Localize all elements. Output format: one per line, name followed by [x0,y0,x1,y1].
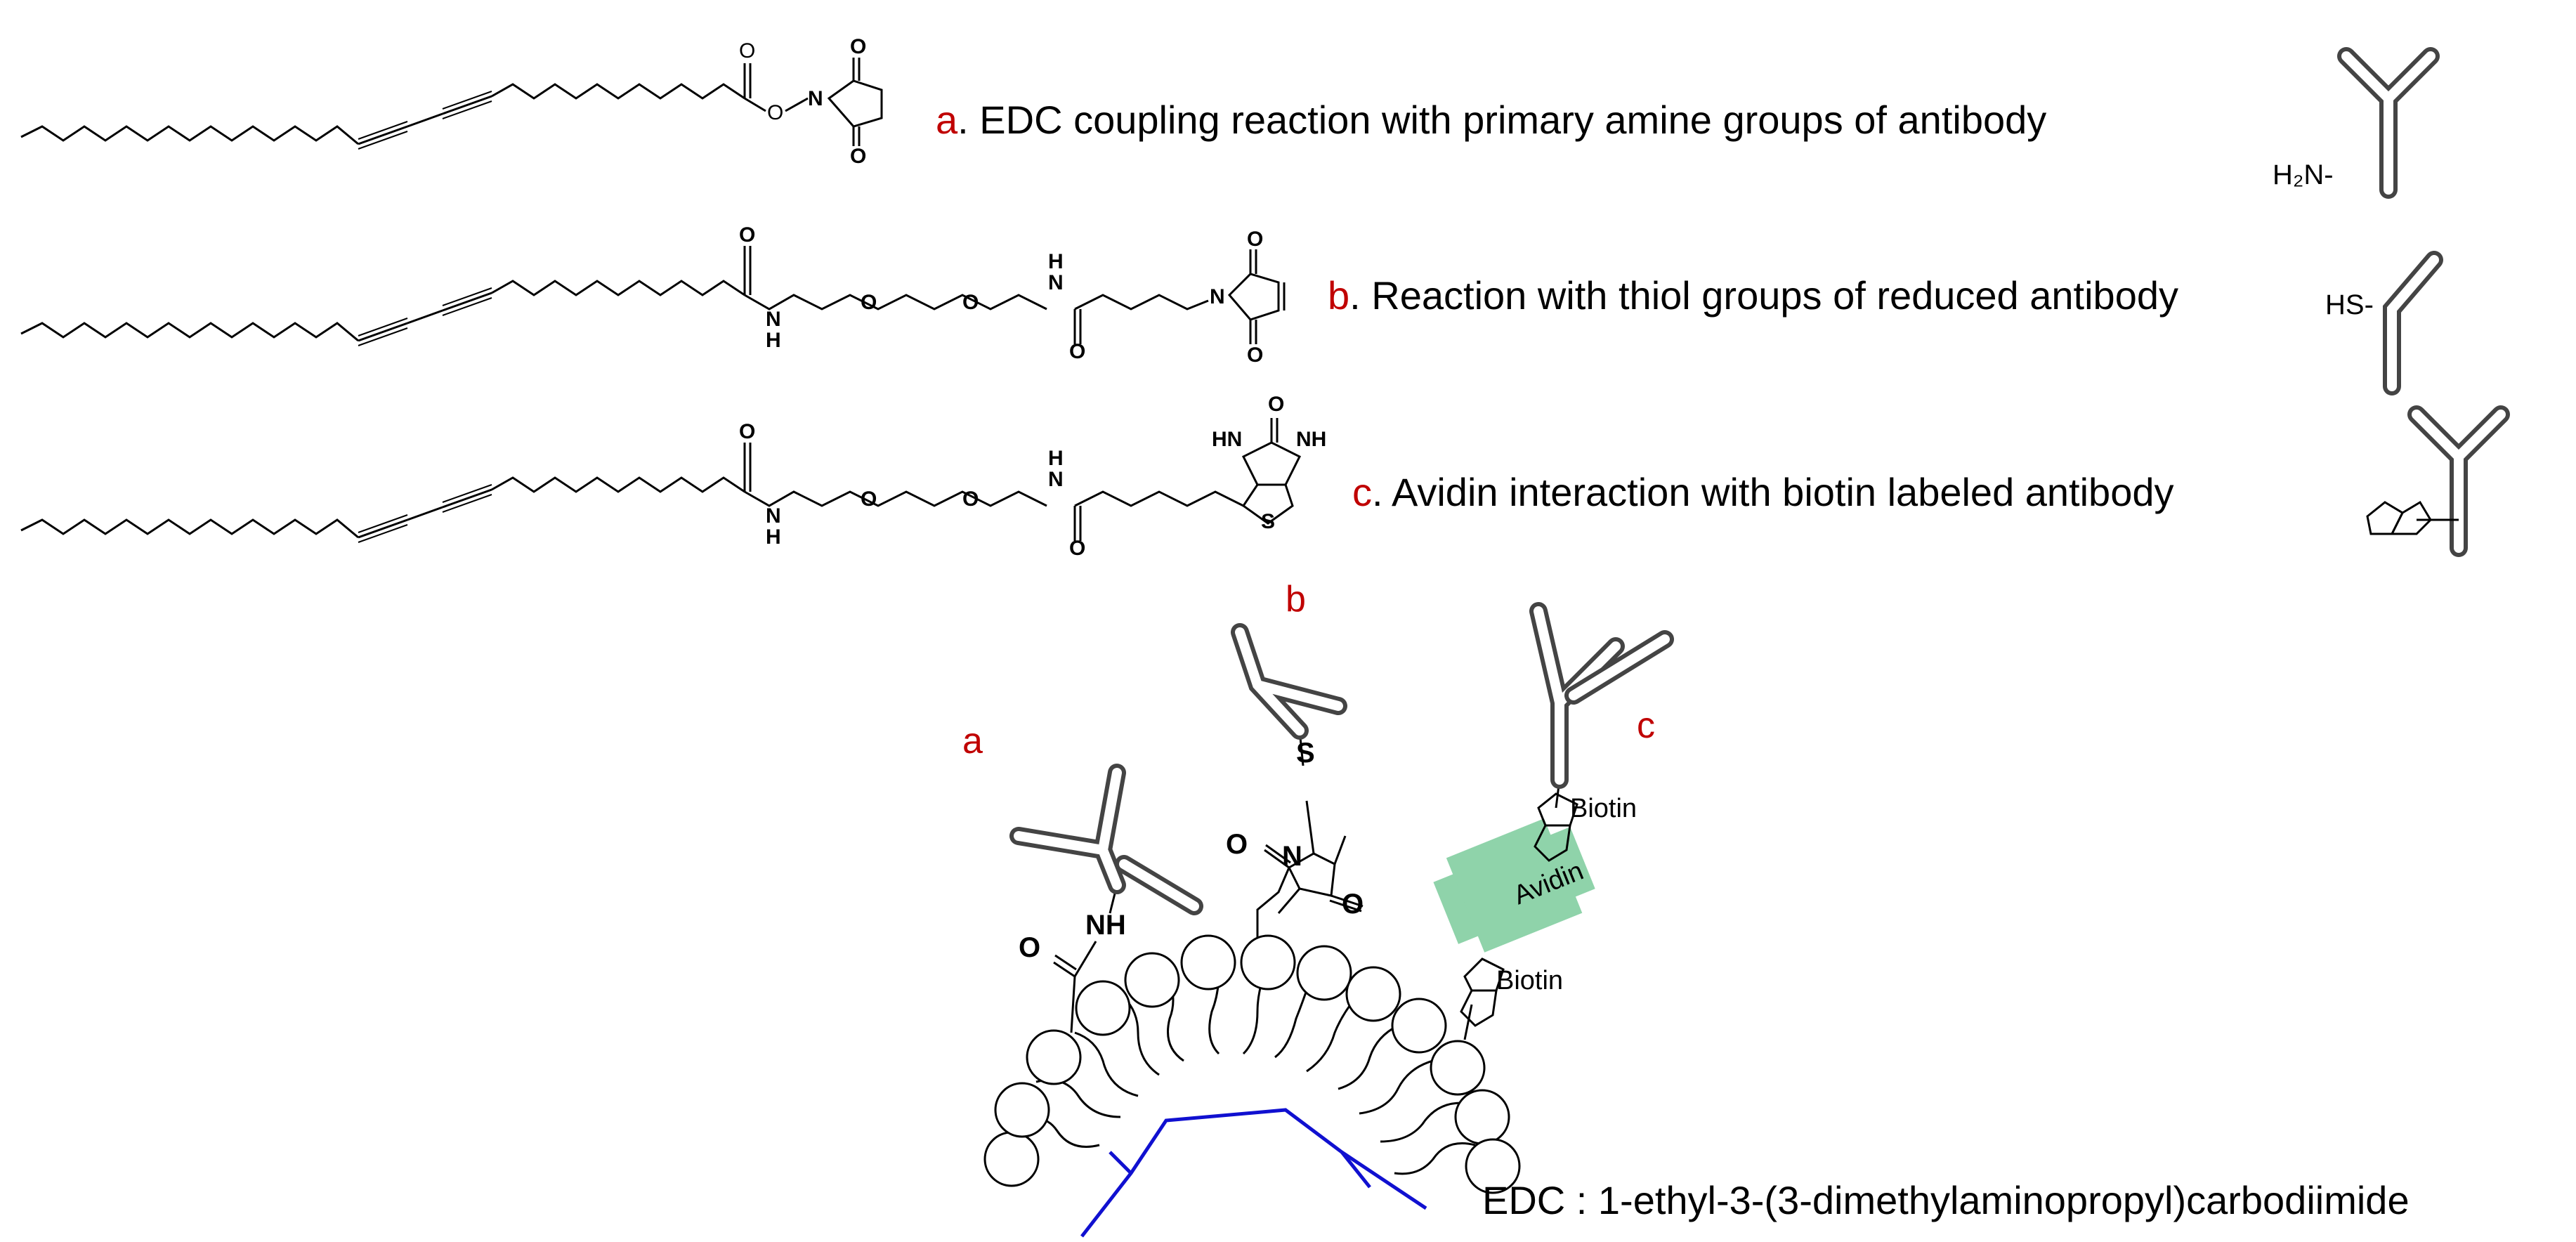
reaction-b-description: b. Reaction with thiol groups of reduced… [1328,273,2178,318]
atom-label: O [1069,537,1085,560]
amide-linked-antibody-a [1009,764,1203,1033]
atom-label: HN [1212,428,1242,451]
atom-label: NH [1085,910,1126,941]
edc-footnote: EDC : 1-ethyl-3-(3-dimethylaminopropyl)c… [1482,1178,2410,1222]
assembly-label-a: a [962,721,983,761]
avidin-biotin-linked-antibody-c [1433,602,1674,1040]
molecule-b-maleimide [20,246,1286,347]
atom-label: O [962,291,979,314]
lipid-nanoparticle [983,934,1521,1238]
atom-label: O [767,101,783,124]
atom-label: O [1069,340,1085,363]
biotin-label-bottom: Biotin [1496,966,1563,995]
atom-label: O [1342,889,1364,920]
reaction-a-description: a. EDC coupling reaction with primary am… [936,98,2046,142]
atom-label: O [1247,228,1263,251]
antibody-a-icon [2346,56,2431,190]
reaction-c-description: c. Avidin interaction with biotin labele… [1352,470,2174,514]
antibody-a-amine-label: H₂N- [2273,159,2334,190]
atom-label: O [1268,393,1284,416]
atom-label: O [850,145,866,168]
atom-label: N [1282,841,1302,872]
atom-label: O [861,291,877,314]
atom-label: N [808,87,823,110]
atom-label: H [1048,447,1064,470]
antibody-b-thiol-label: HS- [2325,289,2374,320]
atom-label: S [1261,510,1275,533]
atom-label: H [766,329,781,352]
molecule-a-nhs-ester [20,58,883,150]
thioether-linked-antibody-b [1231,623,1364,938]
atom-label: O [850,35,866,58]
assembly-label-c: c [1637,705,1655,746]
atom-label: O [1019,932,1040,963]
atom-label: H [766,525,781,549]
atom-label: O [861,488,877,511]
biotin-labeled-antibody-c-icon [2366,414,2501,548]
atom-label: O [739,223,755,247]
reduced-antibody-b-icon [2383,251,2443,396]
atom-label: N [1210,285,1225,308]
biotin-label-top: Biotin [1570,794,1637,823]
atom-label: O [1247,344,1263,367]
atom-label: S [1296,738,1315,769]
assembly-label-b: b [1286,579,1306,620]
atom-label: NH [1296,428,1326,451]
atom-label: H [1048,250,1064,273]
atom-label: N [1048,468,1064,491]
atom-label: O [1226,829,1248,860]
atom-label: O [739,39,755,63]
molecule-c-biotin [20,418,1302,544]
atom-label: N [766,308,781,331]
atom-label: O [739,420,755,443]
atom-label: O [962,488,979,511]
atom-label: N [1048,271,1064,294]
atom-label: N [766,504,781,528]
